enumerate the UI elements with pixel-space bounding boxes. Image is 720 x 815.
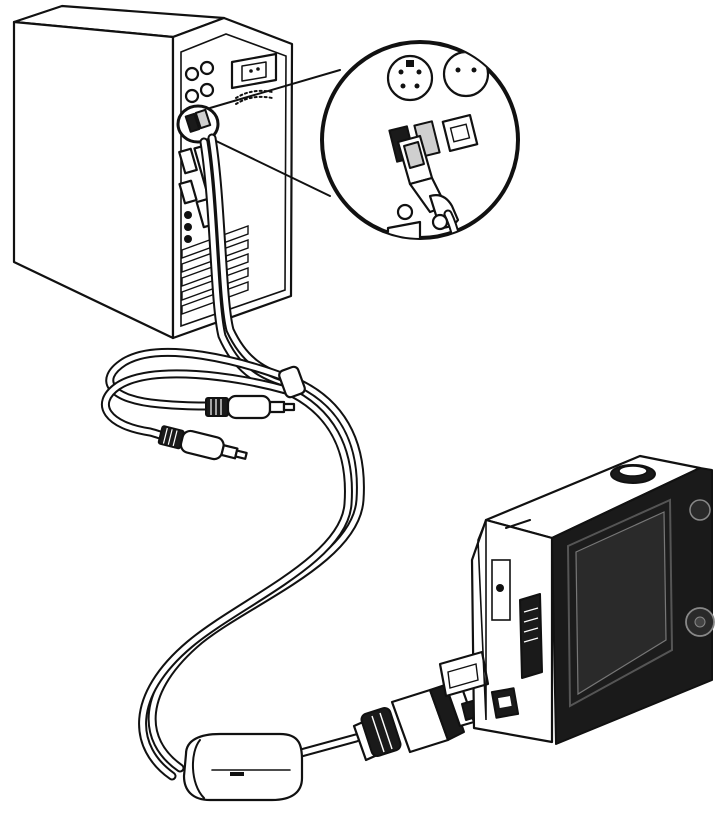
power-socket — [230, 52, 278, 90]
ps2-port-icon — [184, 66, 200, 82]
ps2-port-icon — [386, 54, 434, 102]
av-rca-plugs — [157, 394, 296, 461]
tower-back-panel — [171, 16, 294, 340]
audio-jacks — [184, 211, 192, 243]
mini-usb-plug — [352, 683, 476, 762]
cable-clip — [278, 365, 306, 399]
usb-port-zoom-callout — [209, 40, 520, 240]
ferrite-core — [182, 732, 304, 802]
computer-tower — [12, 4, 294, 340]
usb-av-cable — [101, 133, 365, 781]
usb-port-door — [438, 650, 490, 698]
digital-camera — [438, 454, 715, 745]
mode-button — [689, 499, 711, 521]
usb-plug — [396, 134, 467, 238]
rca-plug-video — [205, 394, 296, 420]
ethernet-port-icon — [441, 113, 479, 153]
tower-side — [12, 20, 175, 340]
tower-back-plate — [180, 33, 287, 328]
rca-plug-audio — [157, 425, 248, 461]
ps2-port-icon — [199, 60, 215, 76]
